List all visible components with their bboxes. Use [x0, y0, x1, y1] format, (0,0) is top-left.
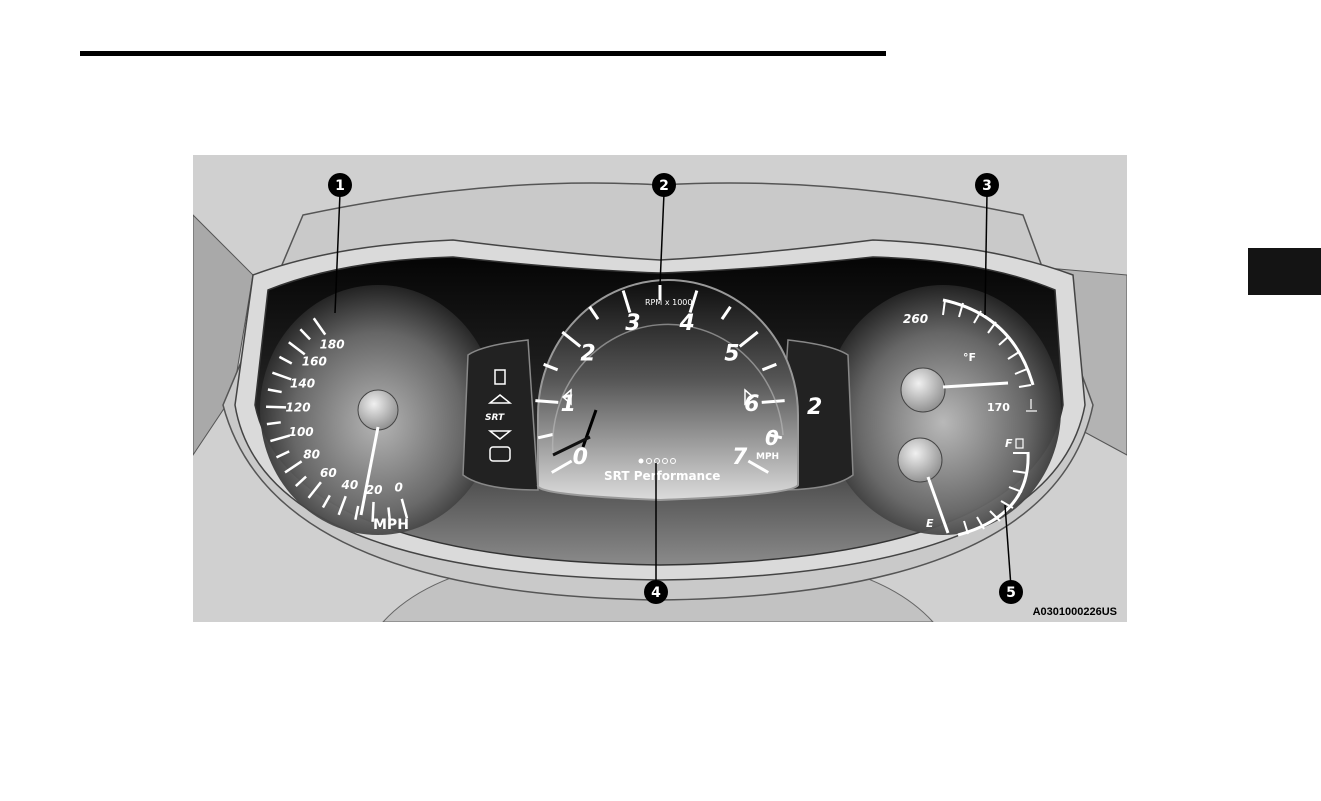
svg-text:2: 2: [659, 178, 669, 194]
callout-2: 2: [652, 173, 676, 197]
speedometer-tick-label: 120: [286, 401, 311, 415]
tachometer-tick-label: 4: [678, 311, 694, 336]
svg-text:5: 5: [1006, 585, 1016, 601]
tachometer-tick-label: 7: [732, 445, 748, 470]
speedometer-tick-label: 60: [320, 466, 337, 480]
temp-low-label: 170: [987, 401, 1010, 414]
callout-4: 4: [644, 580, 668, 604]
tachometer-tick-label: 3: [625, 311, 640, 336]
speedometer-tick-label: 100: [289, 425, 314, 439]
callout-5: 5: [999, 580, 1023, 604]
speedometer-tick-label: 80: [303, 448, 320, 462]
figure-code: A0301000226US: [1033, 606, 1117, 618]
svg-text:3: 3: [982, 178, 992, 194]
tachometer-tick-label: 2: [580, 342, 595, 367]
fuel-empty-label: E: [926, 517, 934, 530]
svg-text:4: 4: [651, 585, 661, 601]
tachometer-tick: [762, 401, 785, 403]
temp-unit: °F: [963, 351, 976, 364]
srt-logo: SRT: [485, 413, 505, 423]
display-mode-label: SRT Performance: [604, 469, 720, 483]
callout-3: 3: [975, 173, 999, 197]
header-rule: [80, 51, 886, 56]
tachometer-tick-label: 0: [573, 445, 588, 470]
speedometer-tick-label: 40: [341, 478, 359, 492]
tachometer-tick-label: 5: [724, 342, 739, 367]
chapter-tab: [1248, 248, 1321, 295]
speedometer-tick: [266, 407, 286, 408]
tachometer-unit: RPM x 1000: [645, 298, 692, 307]
speedometer-tick-label: 180: [320, 337, 345, 351]
speedometer-tick-label: 20: [366, 483, 383, 497]
speedometer-unit: MPH: [373, 517, 409, 533]
svg-text:1: 1: [335, 178, 345, 194]
tachometer-tick-label: 1: [561, 392, 576, 417]
speedometer-tick-label: 140: [290, 376, 315, 390]
fuel-full-label: F: [1005, 437, 1013, 450]
speedometer-tick: [267, 422, 281, 424]
callout-1: 1: [328, 173, 352, 197]
digital-speed: 0: [765, 426, 779, 450]
speedometer-tick-label: 0: [395, 480, 403, 494]
temp-high-label: 260: [903, 312, 928, 326]
gear-indicator: 2: [807, 395, 822, 420]
digital-speed-unit: MPH: [756, 452, 779, 462]
tachometer-tick: [535, 401, 558, 403]
speedometer-tick-label: 160: [302, 355, 327, 369]
tachometer-tick-label: 6: [744, 392, 759, 417]
